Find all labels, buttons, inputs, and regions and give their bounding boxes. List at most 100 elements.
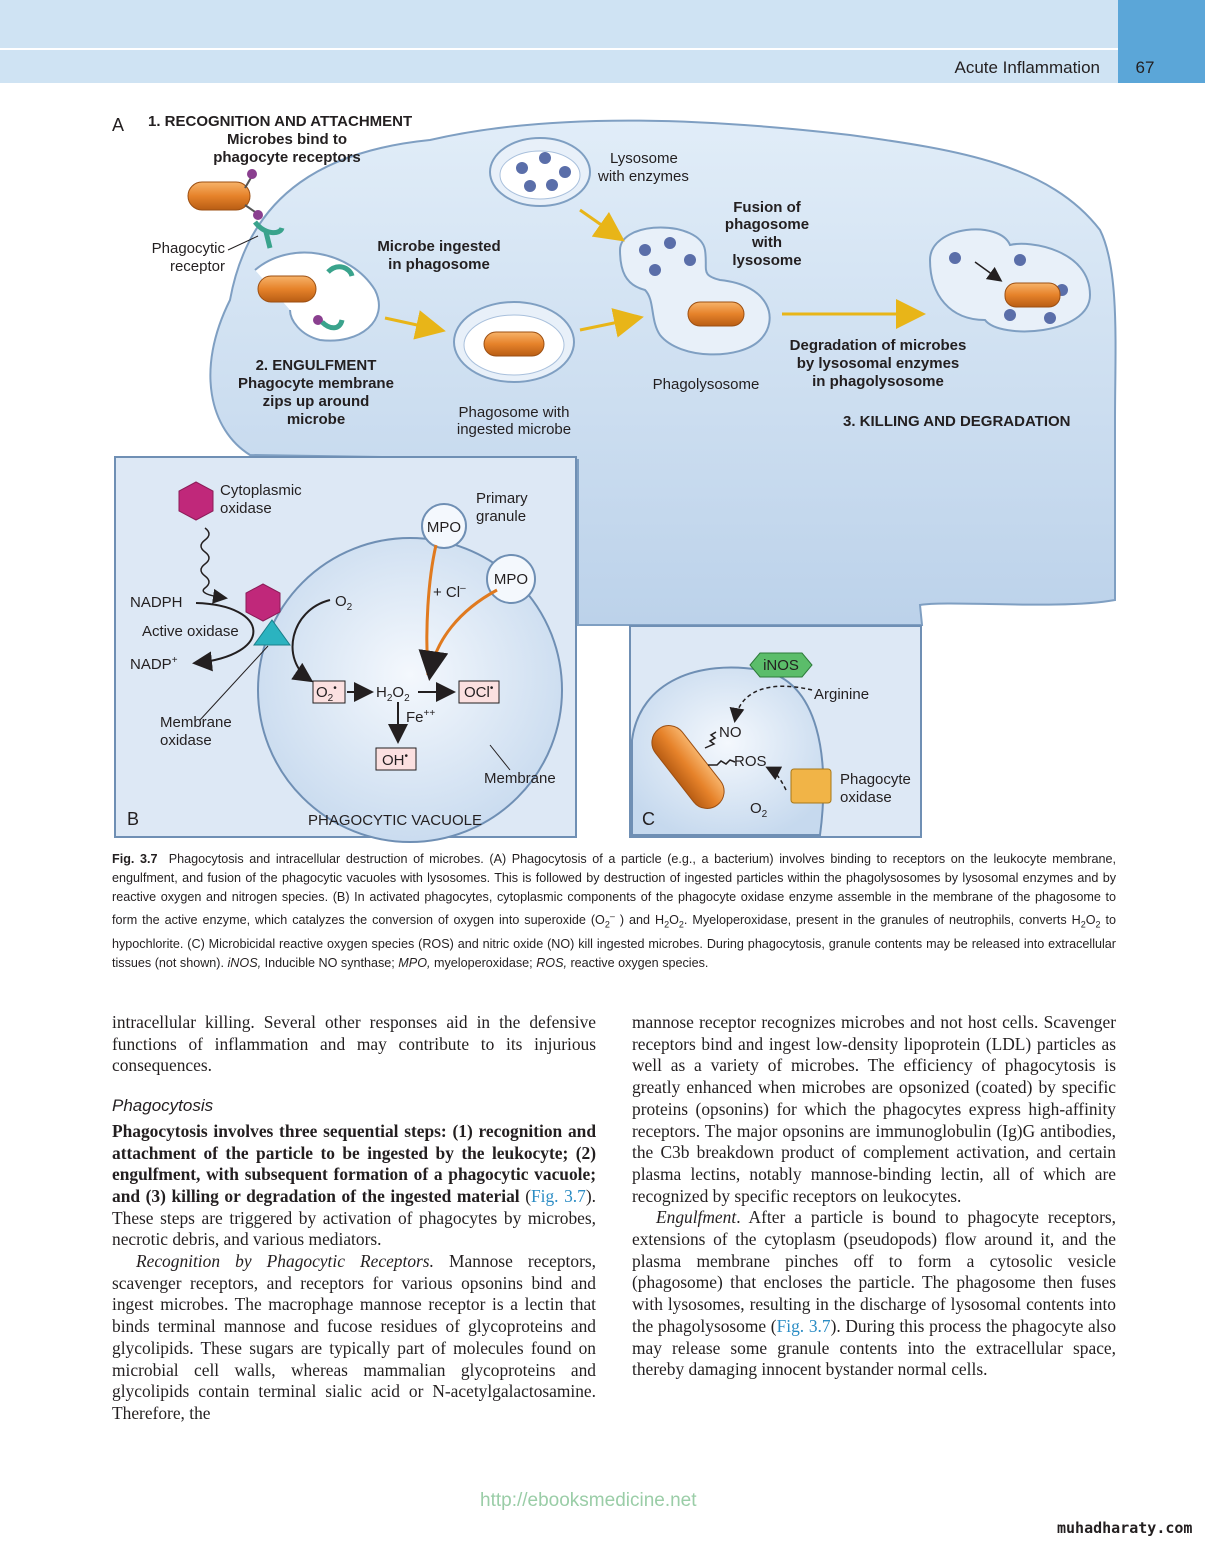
membrane-oxidase-triangle [253,619,291,646]
caption-abbr-mpo: MPO, [398,955,431,970]
nadph-label: NADPH [130,594,183,611]
o2-text: O [335,593,347,610]
left-column: intracellular killing. Several other res… [112,1012,596,1425]
panel-c-o2-text: O [750,800,762,817]
site-credit: muhadharaty.com [1057,1519,1193,1537]
fig-3-7-link-right[interactable]: Fig. 3.7 [776,1315,831,1336]
microbe-in-pocket [257,264,355,331]
phagocytosis-subhead: Phagocytosis [112,1096,214,1116]
step3-title: 3. KILLING AND DEGRADATION [843,413,1071,430]
h2o2-text: H [376,684,387,701]
phagocytic-vacuole [257,537,563,843]
h2o2-sub-2: 2 [404,693,410,704]
microbe-ingested-2: in phagosome [388,256,490,273]
engulfment-line1: Phagocyte membrane [238,375,394,392]
arrow-to-fusion [579,308,644,338]
nadp-superscript: + [172,655,178,666]
step1-title: 1. RECOGNITION AND ATTACHMENT [148,113,412,130]
left-para-1: intracellular killing. Several other res… [112,1012,596,1076]
header-rule [0,48,1118,50]
lysosome-label-1: Lysosome [610,150,678,167]
phagocyte-oxidase-label-2: oxidase [840,789,892,806]
hydroxyl-radical: • [405,751,409,762]
engulfment-text-1: . After a particle is bound to phagocyte… [632,1207,1116,1336]
left-para-2: Phagocytosis involves three sequential s… [112,1121,596,1251]
hydroxyl-text: OH [382,752,405,769]
left-para-3: Recognition by Phagocytic Receptors. Man… [112,1251,596,1425]
primary-granule-label-1: Primary [476,490,528,507]
right-para-1: mannose receptor recognizes microbes and… [632,1012,1116,1206]
iron-label: Fe++ [406,708,435,726]
engulfment-text-2: ). During this process the phagocyte als… [632,1315,1117,1380]
microbe-ingested-1: Microbe ingested [377,238,500,255]
arrow-to-phagosome [384,310,446,340]
chloride-text: + Cl [433,584,460,601]
o2-arrow [291,599,331,683]
engulfment-heading: Engulfment [656,1207,737,1228]
inos-label: iNOS [763,657,799,674]
figure-caption: Fig. 3.7 Phagocytosis and intracellular … [112,852,1117,970]
oxidase-to-ros [765,766,787,791]
panel-c-microbe [651,725,725,809]
caption-def-inos: Inducible NO synthase; [261,955,399,970]
nadp-text: NADP [130,656,172,673]
lysosome-label-2: with enzymes [597,168,689,185]
right-para-2: Engulfment. After a particle is bound to… [632,1207,1116,1381]
engulfment-pocket [254,251,380,342]
running-title: Acute Inflammation [954,58,1100,77]
panel-c-o2-label: O2 [750,800,768,820]
phagosome-label-2: ingested microbe [457,421,571,438]
ocl-box [458,680,500,704]
fusion-label-2: phagosome [725,216,809,233]
phagolysosome-label: Phagolysosome [653,376,760,393]
chloride-superscript: – [460,583,466,594]
caption-text-1: Phagocytosis and intracellular destructi… [112,852,1117,928]
h2o2-o: O [392,684,404,701]
fusion-label-4: lysosome [732,252,801,269]
bold-lead: Phagocytosis involves three sequential s… [112,1120,596,1206]
arginine-to-no-arrow [729,685,813,723]
membrane-oxidase-label-2: oxidase [160,732,212,749]
watermark-url[interactable]: http://ebooksmedicine.net [480,1490,697,1511]
figure-3-7: A 1. RECOGNITION AND ATTACHMENT Microbes… [112,113,1117,843]
ros-label: ROS [734,753,767,770]
degradation-label-3: in phagolysosome [812,373,944,390]
panel-b-letter: B [127,809,139,829]
arrow-lysosome-to-fusion [579,208,625,242]
page-number-block [1118,0,1205,83]
nadp-label: NADP+ [130,655,178,673]
cytoplasmic-oxidase-label-1: Cytoplasmic [220,482,302,499]
fig-3-7-link-left[interactable]: Fig. 3.7 [530,1185,586,1206]
fusion-vesicle [618,226,771,356]
header-band [0,0,1118,83]
page-number: 67 [1135,58,1155,77]
arginine-label: Arginine [814,686,869,703]
primary-granule-1 [421,503,467,549]
step1-line1: Microbes bind to [227,131,347,148]
phagosome-label-1: Phagosome with [459,404,570,421]
hydroxyl-label: OH• [382,751,409,769]
caption-abbr-inos: iNOS, [227,955,262,970]
membrane-leader [489,744,511,771]
iron-superscript: ++ [424,708,436,719]
phagolysosome [928,228,1092,333]
panel-c-letter: C [642,809,655,829]
phagocytic-vacuole-label: PHAGOCYTIC VACUOLE [308,812,482,829]
oh-box [375,747,417,771]
no-label: NO [719,724,742,741]
caption-label: Fig. 3.7 [112,852,158,866]
caption-text-2: ) and H [619,913,665,928]
cytoplasmic-oxidase-label-2: oxidase [220,500,272,517]
caption-def-mpo: myeloperoxidase; [430,955,537,970]
mpo-arrow-2 [418,588,498,681]
superoxide-box [312,680,346,704]
caption-text-4: to hypochlorite. (C) Microbicidal reacti… [112,913,1116,970]
ocl-text: OCl [464,684,490,701]
panel-c-o2-subscript: 2 [762,809,768,820]
lysosome [489,137,591,207]
degradation-label-2: by lysosomal enzymes [797,355,960,372]
membrane-oxidase-leader [199,645,269,721]
phagocytic-receptor-label-1: Phagocytic [152,240,226,257]
panel-a-letter: A [112,115,124,135]
caption-abbr-ros: ROS, [536,955,567,970]
